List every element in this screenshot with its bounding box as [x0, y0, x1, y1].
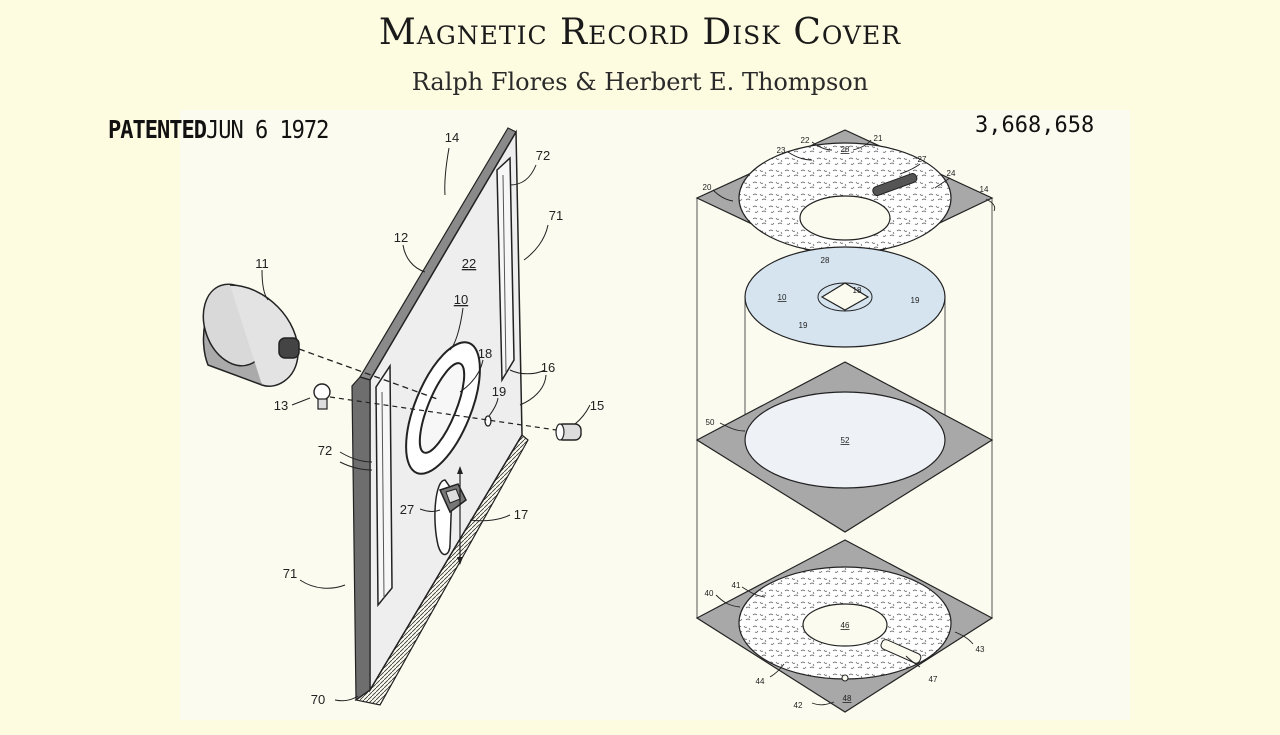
label-71-upper: 71 — [549, 208, 563, 223]
page-subtitle: Ralph Flores & Herbert E. Thompson — [411, 68, 869, 96]
patented-date: JUN 6 1972 — [205, 116, 329, 145]
top-cover-hole — [799, 195, 891, 241]
lower-slot — [375, 363, 393, 608]
rlabel-27: 27 — [918, 155, 927, 164]
label-18: 18 — [478, 346, 492, 361]
rlabel-46: 46 — [841, 621, 850, 630]
bottom-cover-hole — [802, 603, 888, 647]
label-16: 16 — [541, 360, 555, 375]
rlabel-10: 10 — [778, 293, 787, 302]
rlabel-48: 48 — [843, 694, 852, 703]
rlabel-43: 43 — [976, 645, 985, 654]
rlabel-41: 41 — [732, 581, 741, 590]
rlabel-28-top: 28 — [841, 145, 850, 154]
left-figure: 14 72 71 12 22 11 10 18 16 19 13 15 72 2… — [202, 127, 604, 707]
rlabel-19-right: 19 — [911, 296, 920, 305]
label-27: 27 — [400, 502, 414, 517]
rlabel-40: 40 — [705, 589, 714, 598]
right-figure: 22 28 21 23 27 24 14 20 28 10 18 19 19 5… — [695, 129, 996, 713]
label-72-upper: 72 — [536, 148, 550, 163]
rlabel-24: 24 — [947, 169, 956, 178]
cover-bottom-strip — [354, 434, 529, 706]
patent-number: 3,668,658 — [975, 113, 1095, 138]
label-15: 15 — [590, 398, 604, 413]
rlabel-28-lower: 28 — [821, 256, 830, 265]
patented-stamp: PATENTEDJUN 6 1972 — [108, 116, 329, 145]
label-17: 17 — [514, 507, 528, 522]
cover-left-edge — [351, 376, 371, 702]
bottom-head-slot — [880, 639, 922, 664]
label-71-lower: 71 — [283, 566, 297, 581]
rlabel-14: 14 — [980, 185, 989, 194]
middle-spacer-opening — [744, 391, 946, 489]
rlabel-47: 47 — [929, 675, 938, 684]
rlabel-20: 20 — [703, 183, 712, 192]
rlabel-50: 50 — [706, 418, 715, 427]
rlabel-52: 52 — [841, 436, 850, 445]
patented-word: PATENTED — [108, 116, 207, 145]
label-72-lower: 72 — [318, 443, 332, 458]
label-14: 14 — [445, 130, 459, 145]
rlabel-22: 22 — [801, 136, 810, 145]
label-19: 19 — [492, 384, 506, 399]
rlabel-23: 23 — [777, 146, 786, 155]
rlabel-21: 21 — [874, 134, 883, 143]
center-hole — [418, 362, 466, 454]
disk-center-hole — [820, 282, 870, 311]
drive-motor — [202, 283, 300, 387]
page-title: Magnetic Record Disk Cover — [378, 12, 902, 53]
top-head-slot — [872, 173, 918, 196]
label-70: 70 — [311, 692, 325, 707]
label-12: 12 — [394, 230, 408, 245]
label-10: 10 — [454, 292, 468, 307]
label-22: 22 — [462, 256, 476, 271]
index-hole — [484, 415, 492, 427]
label-11: 11 — [255, 256, 269, 271]
rlabel-19-left: 19 — [799, 321, 808, 330]
rlabel-18: 18 — [853, 286, 862, 295]
label-13: 13 — [274, 398, 288, 413]
light-source — [313, 383, 331, 410]
upper-slot — [496, 156, 515, 383]
rlabel-44: 44 — [756, 677, 765, 686]
rlabel-42: 42 — [794, 701, 803, 710]
photo-sensor — [555, 423, 582, 441]
